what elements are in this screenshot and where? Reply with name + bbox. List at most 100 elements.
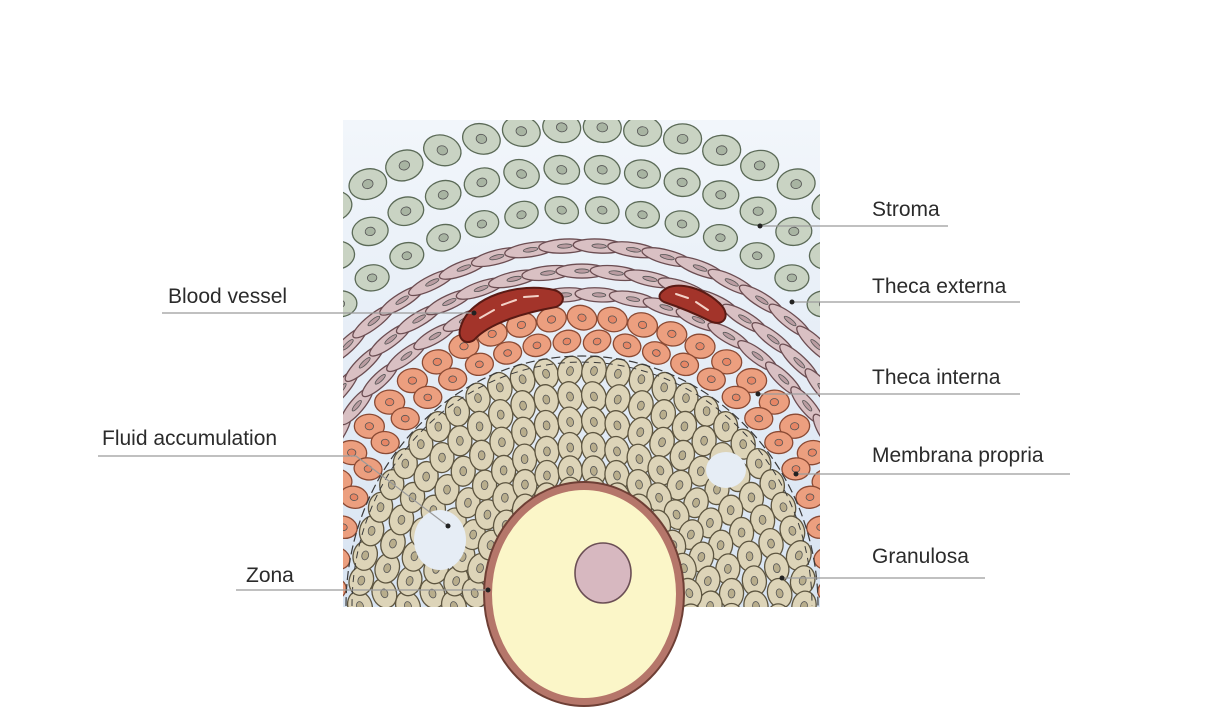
theca-interna-cell-nucleus: [805, 493, 815, 501]
granulosa-cell-nucleus: [767, 538, 775, 549]
theca-externa-cell: [284, 509, 309, 559]
stroma-cell-nucleus: [715, 190, 727, 200]
theca-interna-cell-nucleus: [312, 537, 322, 546]
granulosa-cell-nucleus: [747, 492, 756, 503]
stroma-cell-nucleus: [475, 133, 488, 144]
stroma-cell-nucleus: [279, 362, 289, 370]
theca-interna-cell-nucleus: [622, 341, 632, 350]
theca-externa-cell-nucleus: [883, 509, 891, 524]
theca-externa-cell-nucleus: [351, 399, 362, 412]
stroma-cell-nucleus: [1021, 516, 1032, 525]
theca-externa-cell-nucleus: [738, 314, 752, 324]
granulosa-cell-nucleus: [692, 497, 700, 508]
theca-interna-cell-nucleus: [532, 341, 542, 350]
theca-externa-cell-nucleus: [367, 315, 381, 327]
stroma-cell-nucleus: [246, 341, 256, 350]
blood-vessels: [458, 284, 727, 344]
stroma-cell-nucleus: [300, 278, 311, 287]
theca-interna-cell: [343, 577, 347, 603]
granulosa-cell-nucleus: [542, 420, 551, 431]
stroma-cell: [190, 546, 230, 581]
theca-externa-cell-nucleus: [591, 292, 607, 298]
theca-externa-cell-nucleus: [902, 491, 910, 506]
granulosa-cell-nucleus: [752, 601, 760, 607]
fluid-accumulation-leader: [98, 455, 449, 527]
stroma-cell-nucleus: [753, 160, 766, 171]
granulosa-cell-nucleus: [499, 465, 508, 476]
theca-interna-cell: [817, 578, 820, 602]
granulosa-cell-nucleus: [542, 394, 551, 405]
stroma-cell-nucleus: [400, 206, 412, 216]
theca-externa-cell: [291, 474, 321, 524]
granulosa-cell-nucleus: [635, 479, 643, 490]
label-blood-vessel: Blood vessel: [168, 285, 287, 308]
stroma-cell: [1014, 589, 1054, 622]
granulosa-cell-nucleus: [613, 420, 622, 431]
theca-externa-cell: [237, 507, 261, 561]
stroma-cell-nucleus: [515, 126, 528, 137]
stroma-cell-nucleus: [636, 126, 649, 137]
granulosa-cell-nucleus: [775, 588, 784, 599]
granulosa-cell-nucleus: [475, 421, 484, 432]
theca-interna-cell-nucleus: [847, 569, 857, 579]
stroma-cell-nucleus: [676, 133, 689, 144]
theca-externa-cell-nucleus: [267, 544, 274, 559]
theca-externa-cell: [889, 562, 906, 615]
theca-interna-cell-nucleus: [332, 477, 341, 485]
granulosa-cell-nucleus: [383, 563, 392, 573]
stroma-cell-nucleus: [941, 516, 953, 526]
granulosa-cell-nucleus: [404, 601, 412, 607]
granulosa-cell-nucleus: [476, 563, 484, 574]
granulosa-cell-nucleus: [800, 601, 808, 607]
theca-interna-cell-nucleus: [592, 337, 602, 346]
stroma-cell-nucleus: [211, 320, 222, 329]
theca-externa-cell-nucleus: [315, 411, 327, 425]
theca-interna-cell-nucleus: [364, 422, 374, 431]
theca-externa-cell: [869, 582, 883, 630]
stroma-cell: [808, 240, 820, 270]
stroma-cell-nucleus: [306, 329, 316, 337]
granulosa-cell-nucleus: [477, 450, 486, 461]
granulosa-cell-nucleus: [566, 466, 574, 476]
granulosa-cell-nucleus: [613, 470, 621, 481]
theca-externa-cell: [235, 580, 249, 632]
theca-externa-cell-nucleus: [793, 357, 806, 369]
theca-interna-cell: [836, 590, 871, 621]
theca-interna-cell-nucleus: [816, 523, 820, 531]
stroma-cell-nucleus: [343, 299, 346, 309]
theca-interna-cell-nucleus: [400, 414, 410, 423]
stroma-cell: [109, 543, 154, 583]
theca-externa-cell-nucleus: [343, 383, 347, 396]
theca-interna-cell-nucleus: [774, 438, 784, 447]
granulosa-cell-nucleus: [685, 613, 694, 624]
theca-externa-cell-nucleus: [722, 331, 736, 341]
granulosa-cell-nucleus: [519, 400, 527, 411]
granulosa-cell-nucleus: [453, 406, 462, 417]
theca-externa-cell-nucleus: [895, 580, 900, 595]
granulosa-cell-nucleus: [443, 484, 451, 495]
oocyte-nucleus: [574, 542, 632, 604]
theca-externa-cell-nucleus: [314, 459, 324, 473]
stroma-cell-nucleus: [364, 226, 376, 237]
theca-interna-cell-nucleus: [380, 438, 390, 447]
theca-externa-cell: [818, 347, 862, 396]
granulosa-cell-nucleus: [520, 454, 529, 465]
stroma-cell: [343, 190, 353, 223]
theca-externa-cell-nucleus: [778, 374, 790, 385]
stroma-cell: [974, 568, 1013, 600]
fluid-pocket: [414, 510, 466, 570]
granulosa-cell-nucleus: [397, 514, 406, 525]
theca-interna-cell-nucleus: [746, 376, 757, 385]
granulosa-cell-nucleus: [566, 442, 575, 453]
granulosa-cell-nucleus: [501, 492, 509, 503]
granulosa-cell-nucleus: [542, 368, 550, 379]
theca-externa-cell: [915, 580, 929, 632]
stroma-cell-nucleus: [401, 251, 412, 261]
stroma-cell-nucleus: [222, 475, 233, 484]
theca-externa-cell-nucleus: [642, 275, 658, 282]
granulosa-cell-nucleus: [788, 526, 797, 536]
granulosa-cell-nucleus: [721, 421, 730, 432]
granulosa-cell-nucleus: [459, 466, 467, 477]
stroma-cell: [243, 387, 279, 416]
granulosa-cell-nucleus: [614, 368, 622, 379]
